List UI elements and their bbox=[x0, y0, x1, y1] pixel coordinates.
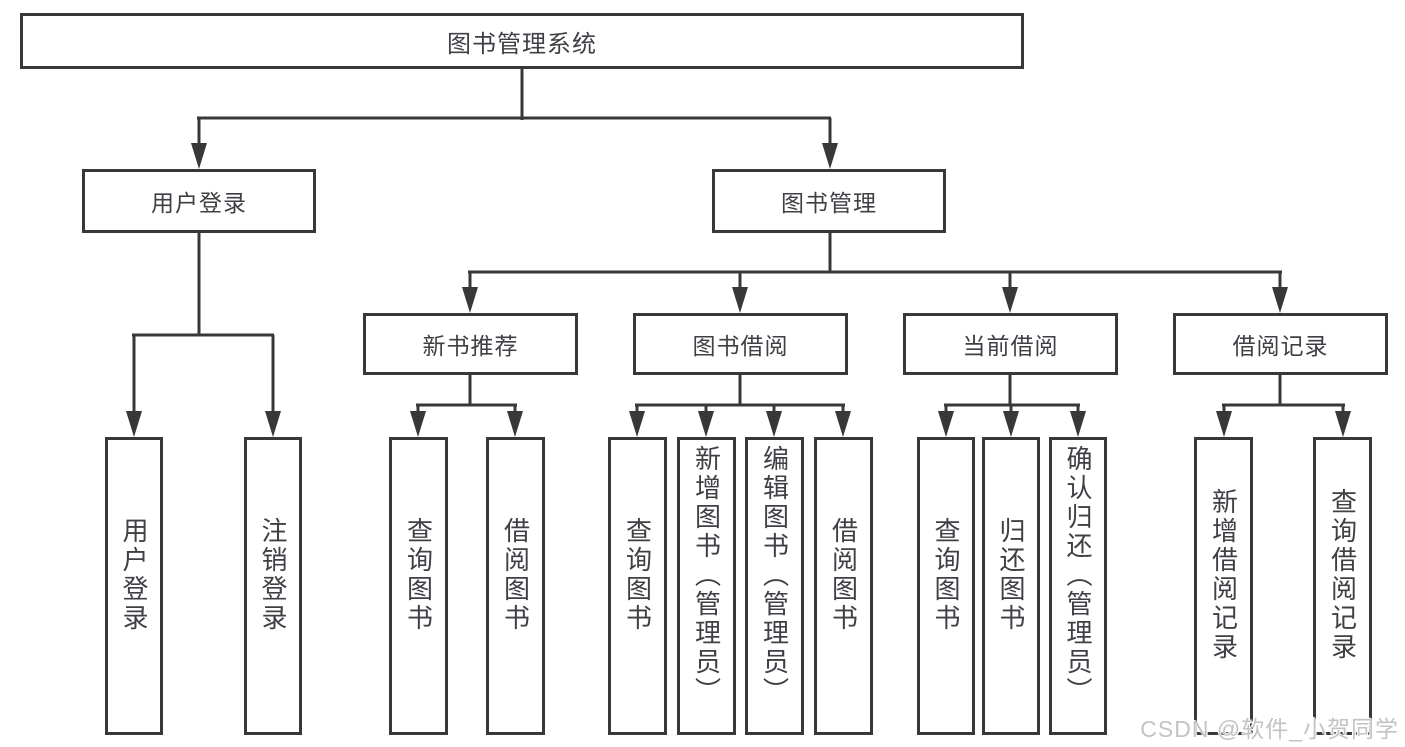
leaf-return-books: 归还图书 bbox=[982, 437, 1040, 735]
leaf-confirm-return-admin: 确认归还（管理员） bbox=[1049, 437, 1107, 735]
node-new-book-recommend: 新书推荐 bbox=[363, 313, 578, 375]
leaf-edit-book-admin: 编辑图书（管理员） bbox=[745, 437, 804, 735]
node-current-borrow: 当前借阅 bbox=[903, 313, 1118, 375]
node-borrow-records: 借阅记录 bbox=[1173, 313, 1388, 375]
node-book-borrow: 图书借阅 bbox=[633, 313, 848, 375]
node-root: 图书管理系统 bbox=[20, 13, 1024, 69]
leaf-query-books-recommend: 查询图书 bbox=[389, 437, 448, 735]
leaf-query-books-current: 查询图书 bbox=[917, 437, 975, 735]
leaf-add-book-admin: 新增图书（管理员） bbox=[677, 437, 736, 735]
node-book-management: 图书管理 bbox=[712, 169, 946, 233]
leaf-query-borrow-record: 查询借阅记录 bbox=[1313, 437, 1372, 735]
leaf-add-borrow-record: 新增借阅记录 bbox=[1194, 437, 1253, 735]
leaf-query-books-borrow: 查询图书 bbox=[608, 437, 667, 735]
leaf-borrow-books: 借阅图书 bbox=[814, 437, 873, 735]
leaf-logout: 注销登录 bbox=[244, 437, 302, 735]
leaf-borrow-books-recommend: 借阅图书 bbox=[486, 437, 545, 735]
leaf-user-login: 用户登录 bbox=[105, 437, 163, 735]
csdn-watermark: CSDN @软件_小贺同学 bbox=[1140, 716, 1399, 742]
node-user-login: 用户登录 bbox=[82, 169, 316, 233]
